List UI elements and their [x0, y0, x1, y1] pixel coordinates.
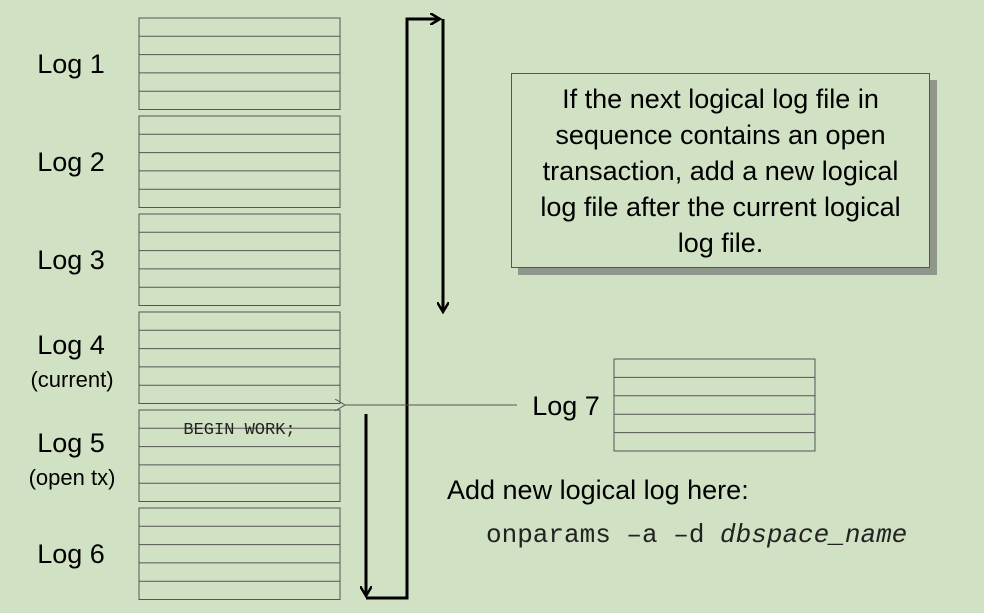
- log-6-box-frame: [138, 507, 341, 600]
- command-argument: dbspace_name: [720, 520, 908, 550]
- log-7-box-frame: [613, 358, 816, 452]
- callout-box: If the next logical log file in sequence…: [511, 73, 930, 268]
- log-3-box-frame: [138, 213, 341, 306]
- add-log-label: Add new logical log here:: [447, 475, 749, 505]
- log-4-sublabel: (current): [30, 367, 113, 392]
- log-5-label: Log 5: [37, 428, 105, 458]
- logical-log-stack: Log 1 Log 2 Log 3 Log 4 (current) Log 5 (open …: [29, 17, 341, 600]
- wrap-around-line: [366, 19, 440, 600]
- log-3-box: [138, 213, 341, 306]
- log-7-label: Log 7: [532, 391, 600, 421]
- log-2-label: Log 2: [37, 147, 105, 177]
- log-1-label: Log 1: [37, 49, 105, 79]
- log-1-box: [138, 17, 341, 110]
- log-7-box: [613, 358, 816, 452]
- log-4-box-frame: [138, 311, 341, 404]
- log-1-box-frame: [138, 17, 341, 110]
- log-4-box: [138, 311, 341, 404]
- log-5-box-frame: [138, 409, 341, 502]
- log-2-box-frame: [138, 115, 341, 208]
- log-6-box: [138, 507, 341, 600]
- log-5-content: BEGIN WORK;: [183, 421, 295, 440]
- log-4-label: Log 4: [37, 330, 105, 360]
- log-3-label: Log 3: [37, 245, 105, 275]
- command-text: onparams –a –d: [486, 520, 721, 550]
- onparams-command: onparams –a –d dbspace_name: [486, 520, 907, 550]
- log-6-label: Log 6: [37, 539, 105, 569]
- callout-text: If the next logical log file in sequence…: [540, 83, 901, 258]
- log-2-box: [138, 115, 341, 208]
- log-5-box: [138, 409, 341, 502]
- new-log-7: Log 7: [532, 358, 816, 452]
- log-5-sublabel: (open tx): [29, 465, 116, 490]
